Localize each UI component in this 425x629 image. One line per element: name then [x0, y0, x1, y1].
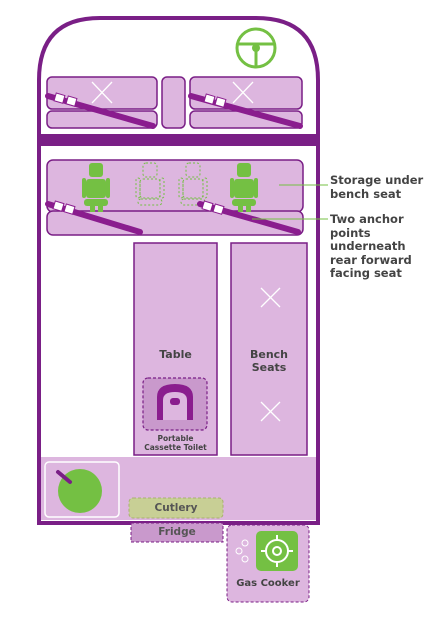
- rear-seatbelt-right: [197, 200, 301, 235]
- steering-wheel-icon: [235, 27, 277, 69]
- car-seat-icon: [135, 162, 165, 206]
- table-label: Table: [159, 348, 192, 361]
- seat-placeholder-cross: [232, 81, 254, 104]
- gas-burner-icon: [261, 535, 293, 567]
- car-seat-icon: [82, 163, 110, 212]
- storage-annotation: Storage under bench seat: [330, 173, 424, 201]
- cutlery-label: Cutlery: [154, 502, 198, 514]
- gas-cooker-unit: [226, 524, 310, 603]
- seat-placeholder-cross: [91, 81, 113, 104]
- fridge-label: Fridge: [158, 526, 196, 538]
- fridge-unit: [130, 522, 224, 543]
- toilet-label-line2: Cassette Toilet: [144, 443, 207, 452]
- toilet-label-line1: Portable: [157, 434, 194, 443]
- bench-seats-label: Bench Seats: [249, 348, 289, 374]
- seatbelt-strap: [45, 92, 156, 129]
- sink-icon: [56, 469, 102, 513]
- seatbelt-strap: [188, 93, 303, 129]
- car-seat-icon: [230, 163, 258, 212]
- bulkhead-divider: [41, 134, 316, 146]
- seat-placeholder-cross: [260, 287, 281, 422]
- bench-seats-area: [230, 242, 308, 456]
- front-seat-left: [45, 76, 158, 129]
- rear-seatbelt-left: [45, 200, 143, 235]
- anchor-annotation: Two anchor points underneath rear forwar…: [330, 212, 412, 280]
- front-center-console: [161, 76, 186, 129]
- car-seat-icon: [178, 162, 208, 206]
- gas-cooker-label: Gas Cooker: [236, 578, 300, 589]
- cooker-knob-icon: [235, 539, 249, 563]
- toilet-icon: [142, 377, 208, 431]
- cutlery-drawer: [128, 497, 224, 519]
- front-seat-right: [188, 76, 303, 129]
